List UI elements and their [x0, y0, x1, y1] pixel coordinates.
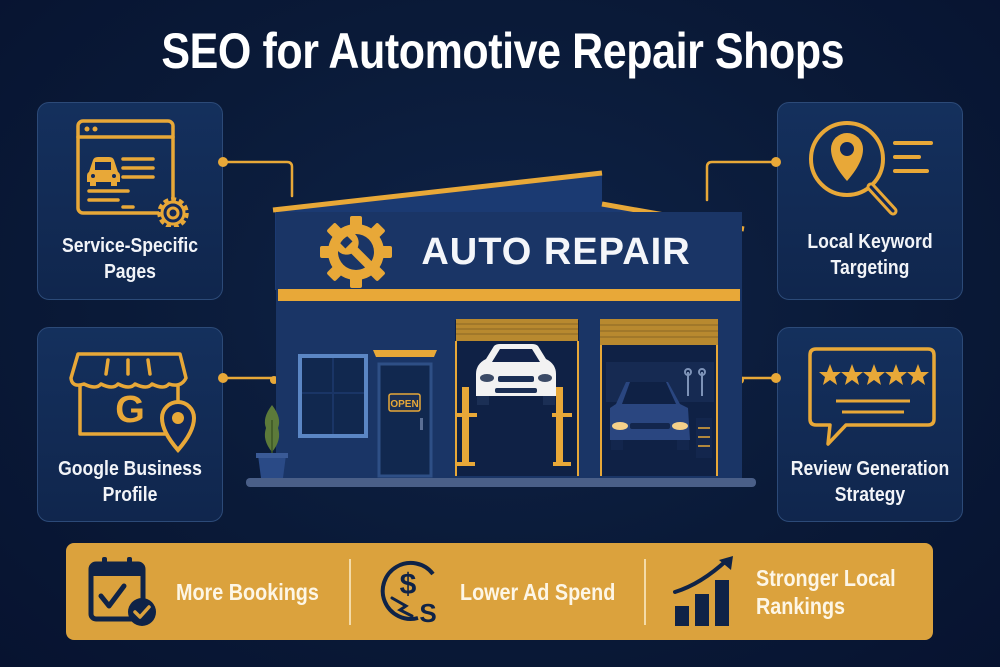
auto-repair-shop-illustration: OPEN: [246, 170, 756, 487]
card-label-line2: Pages: [104, 261, 156, 283]
benefit-label: More Bookings: [176, 578, 319, 605]
benefit-stronger-local-rankings: Stronger Local Rankings: [671, 543, 931, 640]
bar-chart-growth-icon: [673, 556, 733, 626]
svg-text:G: G: [115, 389, 145, 431]
gear-wrench-icon: [320, 216, 392, 288]
magnifier-location-pin-icon: [809, 121, 933, 216]
benefit-more-bookings: More Bookings: [86, 543, 356, 640]
card-label-line2: Profile: [102, 484, 158, 506]
benefit-label: Stronger Local: [756, 564, 896, 591]
benefit-label: Rankings: [756, 592, 846, 619]
card-label-line2: Targeting: [830, 257, 910, 279]
svg-text:$: $: [400, 568, 417, 601]
benefits-banner: More Bookings $ S Lower Ad Spend Stronge…: [66, 543, 933, 640]
storefront-google-pin-icon: G: [69, 352, 197, 454]
shop-sign-text: AUTO REPAIR: [421, 231, 690, 273]
speech-bubble-five-stars-icon: [808, 347, 936, 446]
card-label-line1: Service-Specific: [62, 235, 198, 257]
card-review-generation-strategy: Review Generation Strategy: [777, 327, 963, 522]
card-google-business-profile: G Google Business Profile: [37, 327, 223, 522]
svg-text:S: S: [419, 598, 436, 628]
benefit-lower-ad-spend: $ S Lower Ad Spend: [378, 543, 648, 640]
card-label-line2: Strategy: [834, 484, 906, 506]
card-local-keyword-targeting: Local Keyword Targeting: [777, 102, 963, 300]
page-title: SEO for Automotive Repair Shops: [161, 23, 845, 79]
card-service-specific-pages: Service-Specific Pages: [37, 102, 223, 300]
dollar-coin-down-icon: $ S: [380, 560, 437, 628]
benefit-label: Lower Ad Spend: [460, 578, 616, 605]
card-label-line1: Google Business: [58, 458, 202, 480]
card-label-line1: Review Generation: [790, 458, 950, 480]
card-label-line1: Local Keyword: [807, 231, 933, 253]
calendar-check-icon: [88, 557, 156, 626]
web-page-car-gear-icon: [76, 119, 189, 227]
open-sign: OPEN: [390, 399, 418, 410]
divider: [349, 559, 351, 625]
divider: [644, 559, 646, 625]
